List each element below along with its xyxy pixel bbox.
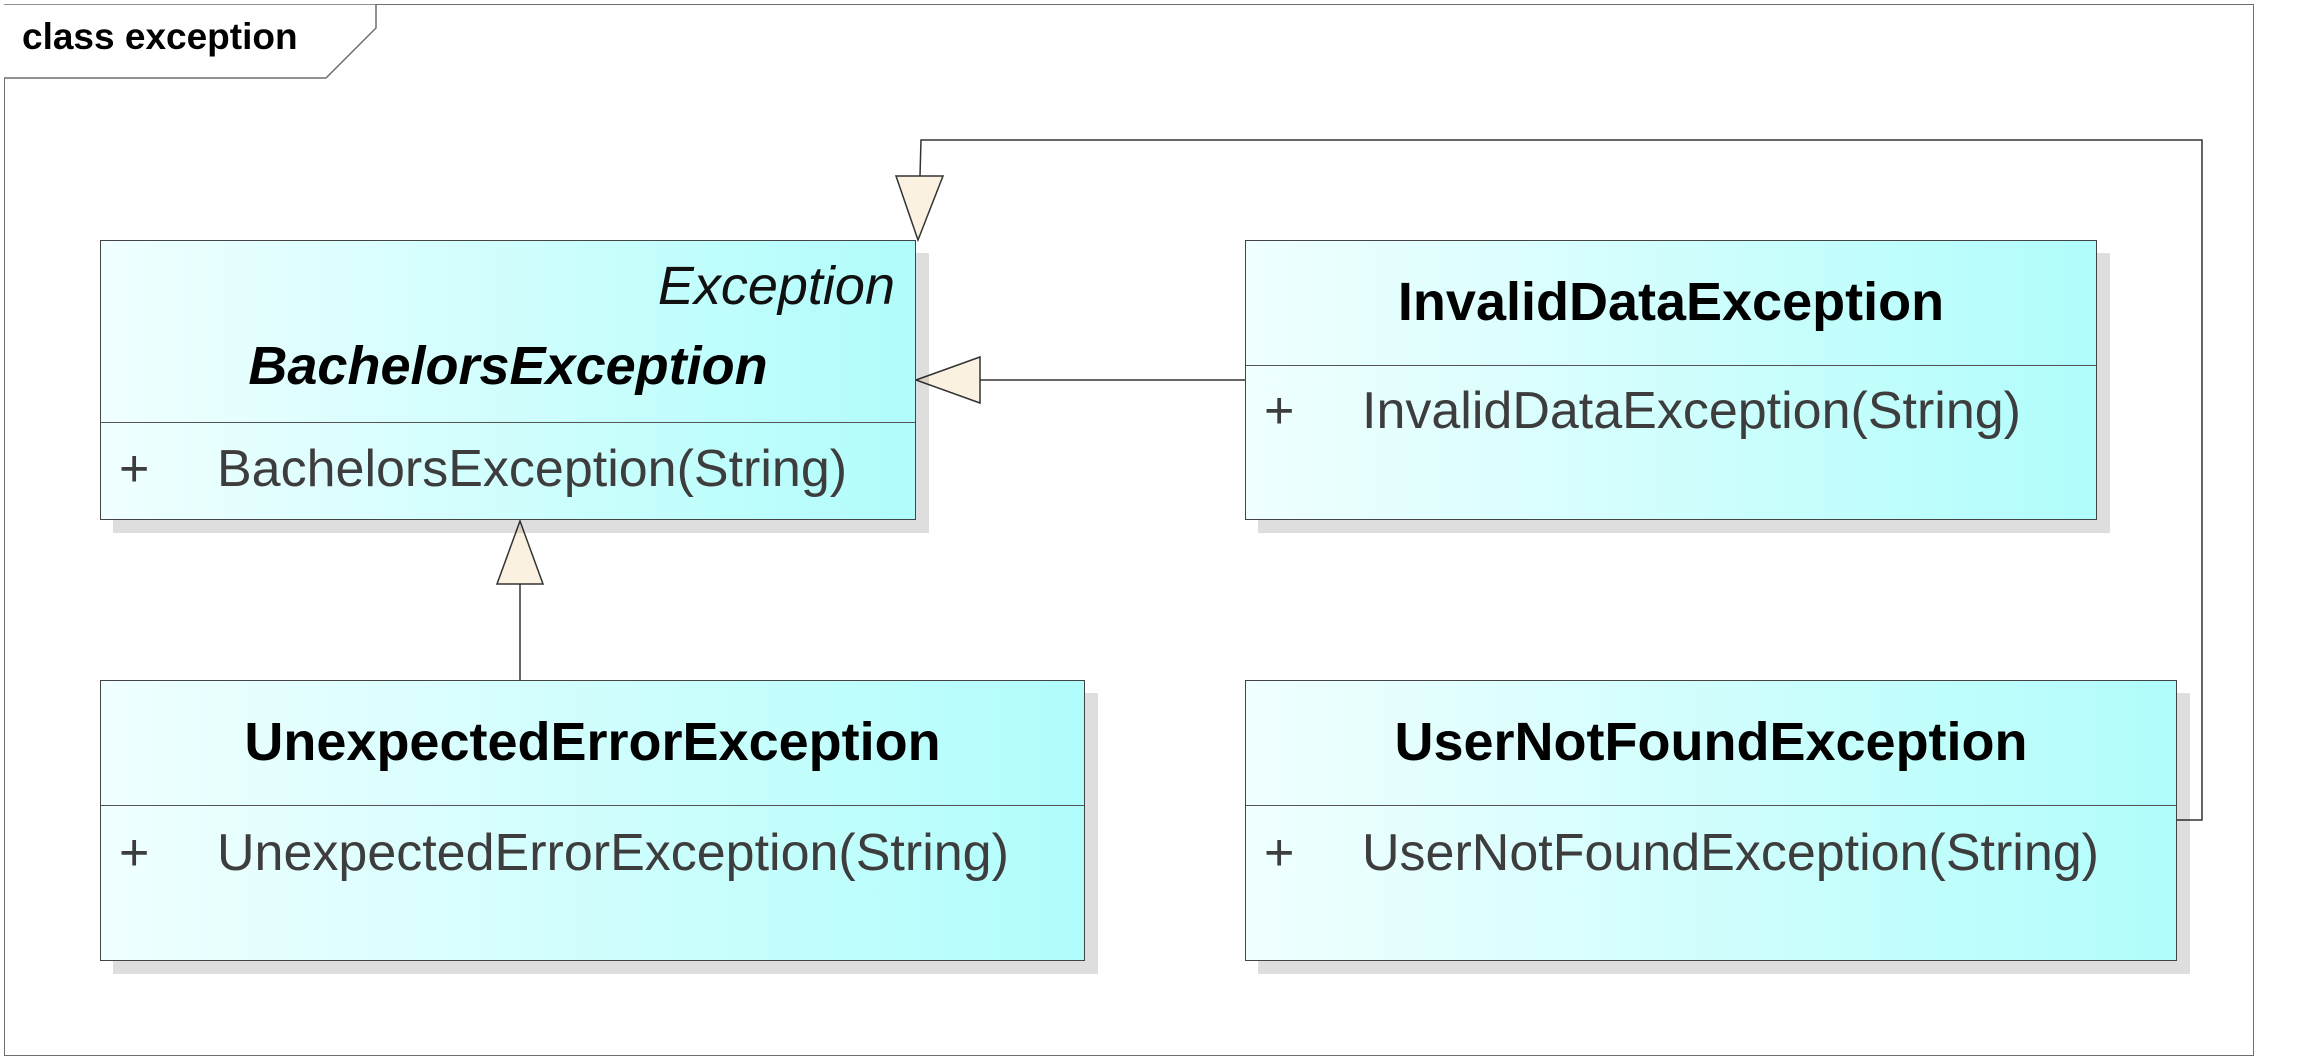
class-user-not-found-exception[interactable]: UserNotFoundException + UserNotFoundExcep… bbox=[1245, 680, 2177, 961]
class-name: UserNotFoundException bbox=[1394, 712, 2028, 772]
operation-signature: BachelorsException(String) bbox=[217, 440, 848, 498]
generalization-unexpectederror-to-bachelors[interactable] bbox=[495, 518, 545, 680]
operation-signature: UserNotFoundException(String) bbox=[1362, 824, 2099, 882]
operation-visibility: + bbox=[1264, 382, 1295, 440]
class-name: UnexpectedErrorException bbox=[244, 712, 941, 772]
class-header: Exception BachelorsException bbox=[101, 241, 915, 423]
class-unexpected-error-exception[interactable]: UnexpectedErrorException + UnexpectedErro… bbox=[100, 680, 1085, 961]
operation-signature: InvalidDataException(String) bbox=[1362, 382, 2021, 440]
operation-visibility: + bbox=[119, 824, 150, 882]
generalization-usernotfound-to-bachelors[interactable] bbox=[894, 139, 2203, 821]
generalization-arrowhead bbox=[495, 518, 545, 585]
class-operation: + InvalidDataException(String) bbox=[1264, 381, 2021, 441]
operation-visibility: + bbox=[1264, 824, 1295, 882]
frame-title-tab bbox=[4, 4, 377, 79]
operation-signature: UnexpectedErrorException(String) bbox=[217, 824, 1009, 882]
class-operation: + BachelorsException(String) bbox=[119, 439, 847, 499]
diagram-frame bbox=[4, 4, 2254, 1056]
frame-title: class exception bbox=[22, 16, 298, 57]
class-invalid-data-exception[interactable]: InvalidDataException + InvalidDataExcepti… bbox=[1245, 240, 2097, 520]
generalization-arrowhead bbox=[913, 355, 981, 405]
class-header: UserNotFoundException bbox=[1246, 681, 2176, 806]
class-bachelors-exception[interactable]: Exception BachelorsException + BachelorsE… bbox=[100, 240, 916, 520]
class-operation: + UnexpectedErrorException(String) bbox=[119, 823, 1009, 883]
class-name: InvalidDataException bbox=[1397, 272, 1945, 332]
class-header: InvalidDataException bbox=[1246, 241, 2096, 366]
class-name: BachelorsException bbox=[248, 336, 768, 396]
generalization-arrowhead bbox=[894, 175, 945, 243]
operation-visibility: + bbox=[119, 440, 150, 498]
class-operation: + UserNotFoundException(String) bbox=[1264, 823, 2099, 883]
generalization-invaliddata-to-bachelors[interactable] bbox=[913, 355, 1245, 405]
class-stereotype: Exception bbox=[657, 256, 895, 316]
class-header: UnexpectedErrorException bbox=[101, 681, 1084, 806]
